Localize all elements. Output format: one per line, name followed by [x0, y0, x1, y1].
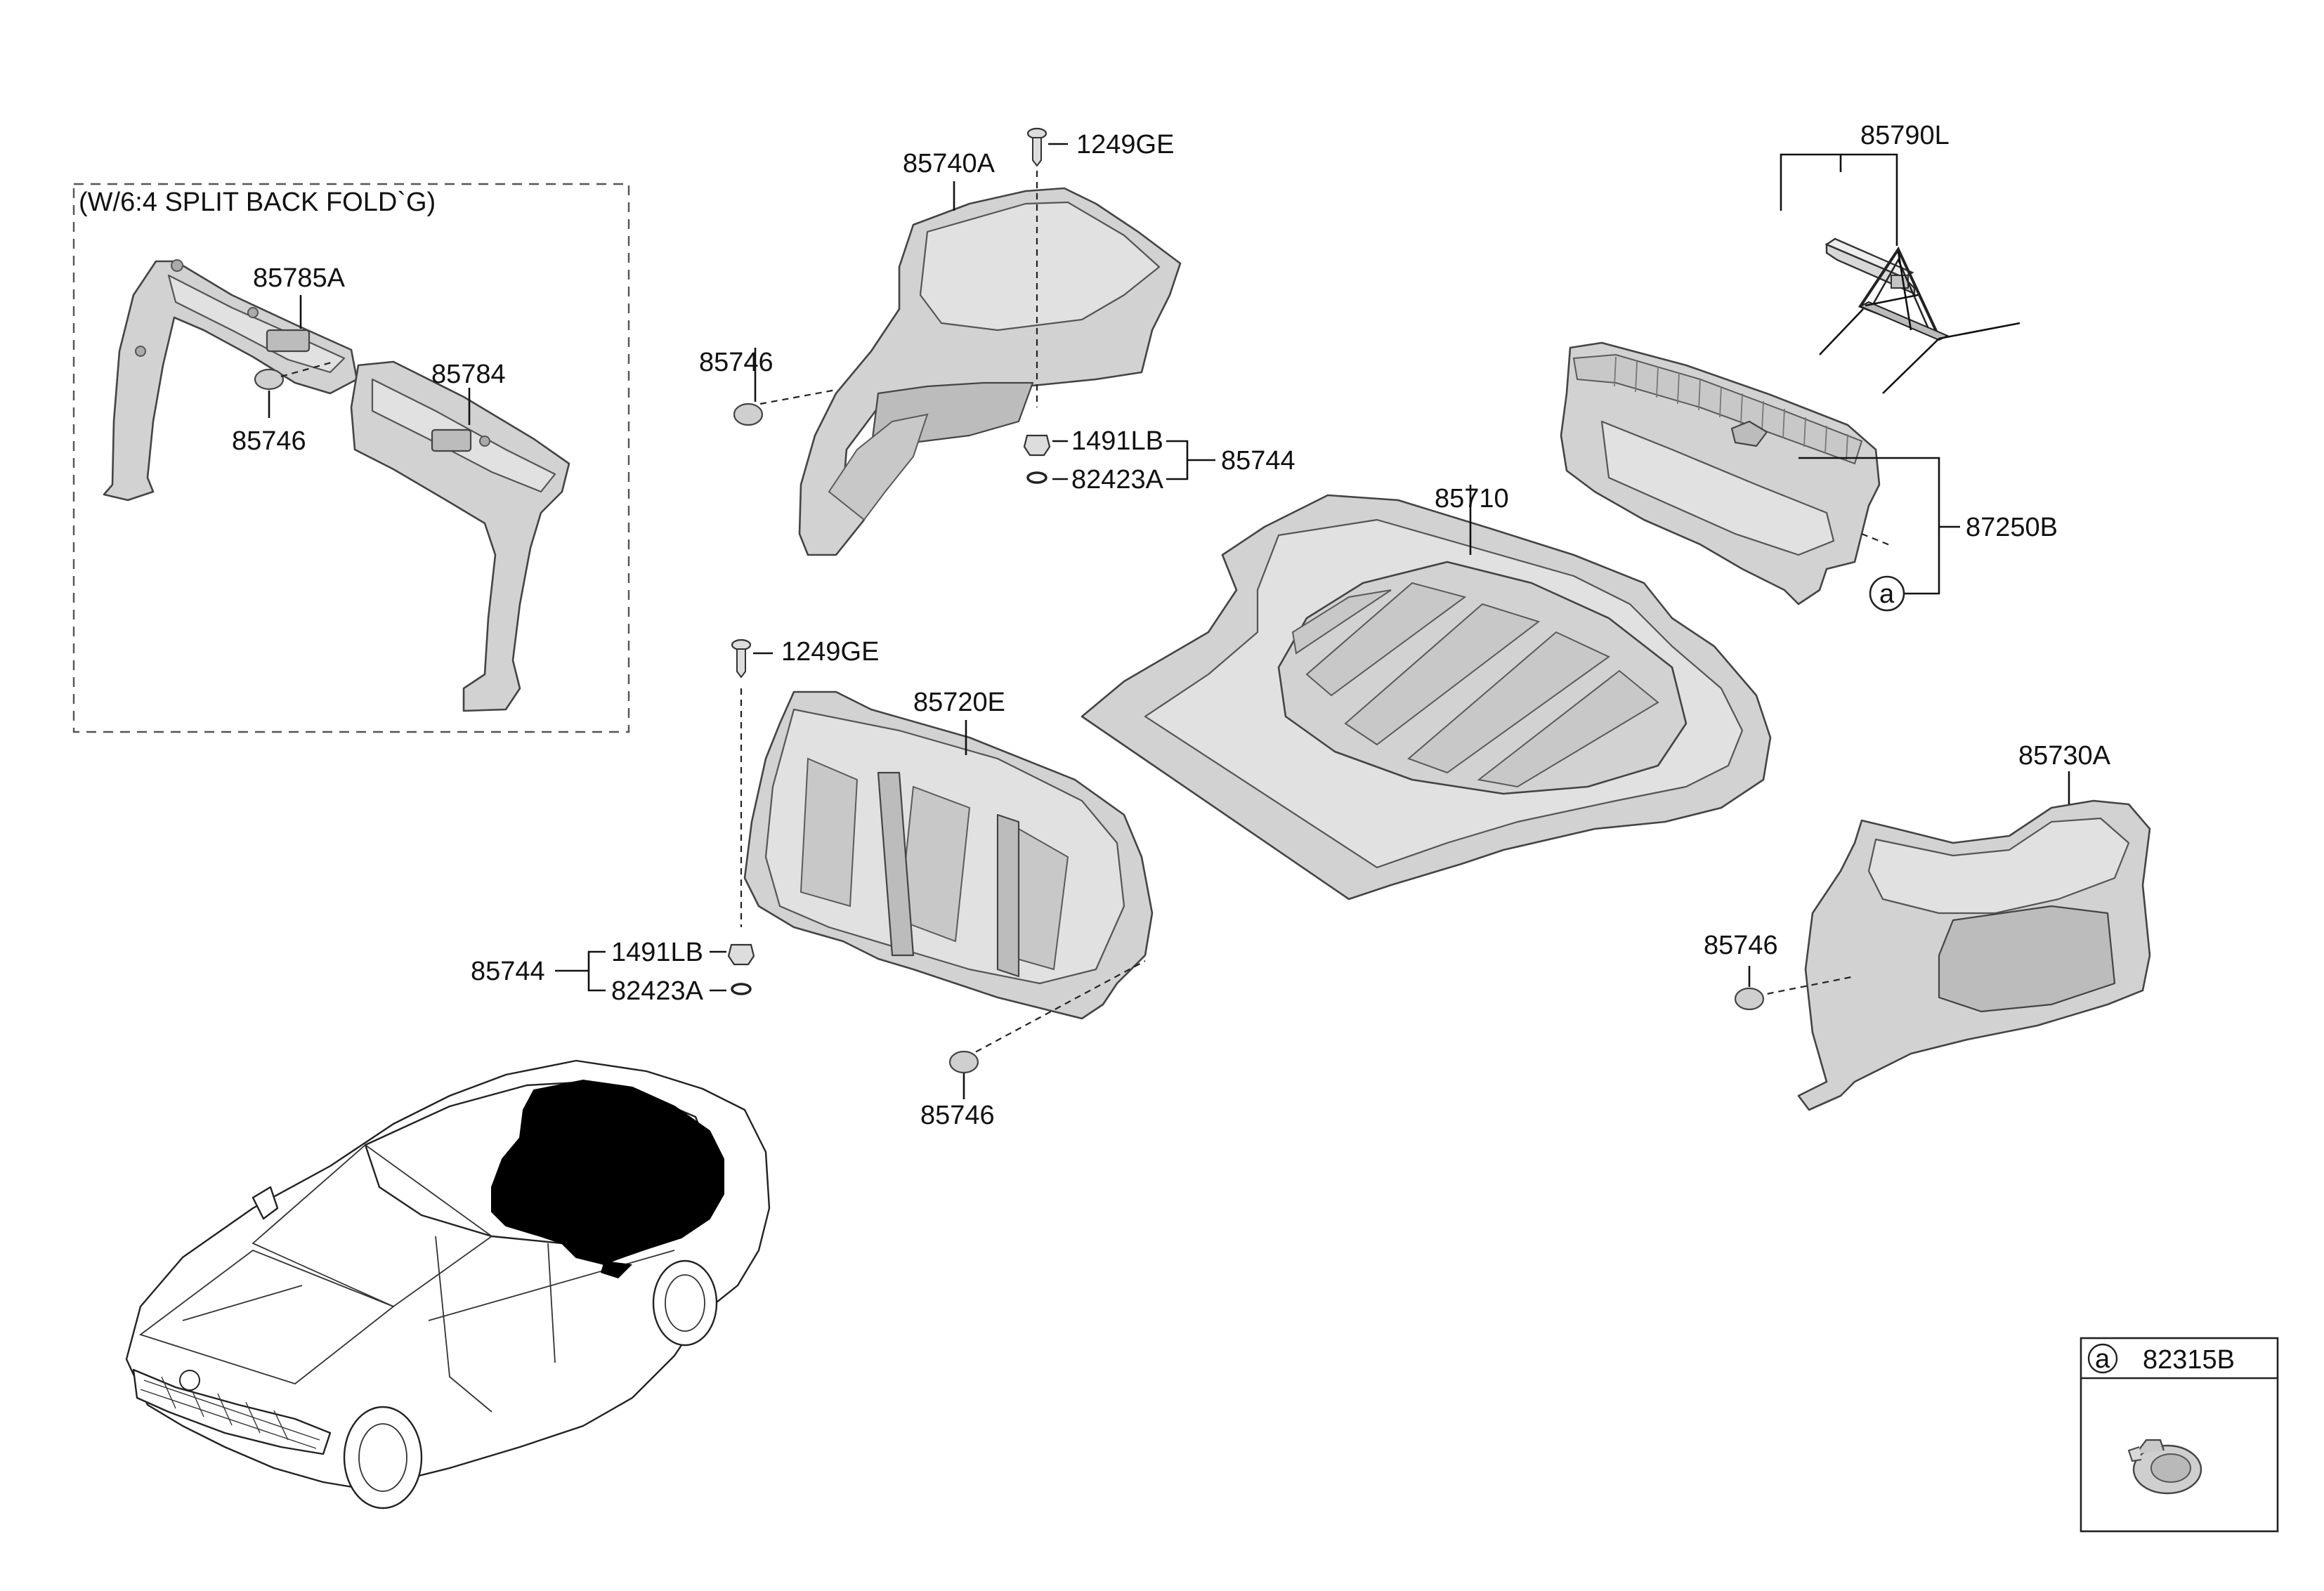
- part-85790L-group: [1780, 153, 2021, 394]
- label-1491LB-top: 1491LB: [1071, 426, 1163, 456]
- fastener-set-top: [1023, 434, 1215, 484]
- part-85710-group: [1081, 485, 1772, 901]
- label-85746-top: 85746: [699, 348, 773, 377]
- part-87250B-group: a: [1560, 341, 1960, 612]
- label-85746-inset: 85746: [232, 426, 306, 456]
- label-85720E: 85720E: [913, 688, 1005, 717]
- legend-box: a 82315B: [2080, 1337, 2279, 1533]
- label-85784: 85784: [431, 360, 506, 389]
- clip-axis-85730A: [1756, 975, 1855, 997]
- screw-1249GE-mid: [731, 639, 773, 679]
- label-85730A: 85730A: [2018, 741, 2111, 771]
- label-85746-bottom: 85746: [920, 1101, 995, 1130]
- rear-wheel: [652, 1259, 718, 1347]
- label-1249GE-mid: 1249GE: [781, 637, 879, 667]
- label-85744-top: 85744: [1221, 446, 1295, 476]
- callout-a-circle: [1869, 575, 1905, 612]
- label-85790L: 85790L: [1860, 121, 1950, 150]
- label-1491LB-mid: 1491LB: [611, 938, 703, 967]
- emblem: [179, 1370, 200, 1391]
- label-85785A: 85785A: [253, 263, 346, 293]
- label-82423A-top: 82423A: [1071, 465, 1164, 495]
- legend-part-number: 82315B: [2143, 1345, 2235, 1375]
- clip-85746-inset-shape: [254, 361, 332, 418]
- label-82423A-mid: 82423A: [611, 976, 704, 1006]
- label-85744-mid: 85744: [471, 957, 545, 986]
- clip-85746-bottom: [948, 1050, 979, 1099]
- label-1249GE-top: 1249GE: [1076, 130, 1174, 159]
- part-85740A-group: [759, 137, 1182, 556]
- clip-85746-top: [733, 348, 764, 426]
- clip-axis-85720E: [965, 960, 1146, 1058]
- label-85710: 85710: [1435, 484, 1509, 513]
- part-85720E-group: [740, 688, 1154, 1058]
- label-87250B: 87250B: [1966, 513, 2058, 542]
- label-85740A: 85740A: [903, 149, 995, 178]
- fastener-set-mid: [555, 943, 755, 995]
- floor-ribs: [1291, 582, 1659, 788]
- legend-frame: [2080, 1337, 2279, 1533]
- leader-87250B: [1799, 457, 1940, 595]
- clip-85746-right: [1734, 966, 1765, 1011]
- clip-axis-85740A: [759, 388, 837, 405]
- screw-1249GE-top: [1026, 127, 1068, 167]
- split-fold-option-inset: (W/6:4 SPLIT BACK FOLD`G) 85785A 85784: [72, 183, 630, 733]
- callout-a-label: a: [1879, 580, 1895, 609]
- trunk-highlight: [491, 1079, 724, 1266]
- inset-dashed-frame: [72, 183, 630, 733]
- front-wheel: [343, 1406, 423, 1510]
- grille-pattern: [140, 1376, 320, 1449]
- option-note: (W/6:4 SPLIT BACK FOLD`G): [79, 188, 436, 217]
- part-85730A-group: [1756, 771, 2151, 1111]
- sill-ribs: [1614, 356, 1848, 461]
- vehicle-locator-illustration: [125, 1059, 771, 1510]
- label-85746-right: 85746: [1704, 931, 1778, 960]
- legend-symbol-circle: [2087, 1343, 2118, 1374]
- leader-85790L-right: [1841, 153, 1898, 246]
- clip-82315B-shape: [2127, 1439, 2202, 1495]
- part-85785A-shape: [103, 259, 358, 502]
- part-85784-shape: [350, 360, 570, 712]
- leader-85790L-left: [1780, 153, 1842, 211]
- legend-symbol: a: [2095, 1344, 2110, 1374]
- tool-case-shape: [1824, 237, 1916, 295]
- warning-triangle-shape: [1819, 246, 2021, 394]
